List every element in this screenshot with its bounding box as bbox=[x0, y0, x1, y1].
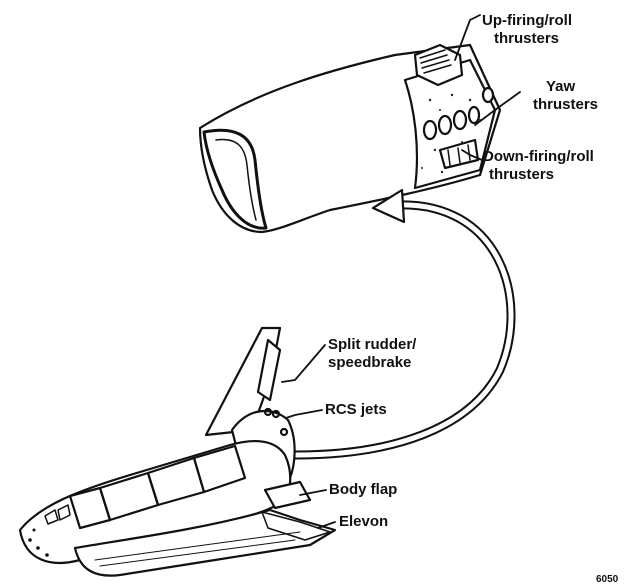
label-elevon: Elevon bbox=[339, 513, 388, 531]
label-rcs-jets: RCS jets bbox=[325, 401, 387, 419]
figure-number: 6050 bbox=[596, 574, 618, 585]
label-body-flap: Body flap bbox=[329, 481, 397, 499]
rcs-pod bbox=[200, 45, 500, 232]
label-split-rudder: Split rudder/ speedbrake bbox=[328, 336, 416, 372]
orbiter bbox=[20, 328, 335, 576]
label-down-firing-roll: Down-firing/roll thrusters bbox=[483, 148, 594, 184]
label-up-firing-roll: Up-firing/roll thrusters bbox=[482, 12, 572, 48]
label-yaw-thrusters: Yaw thrusters bbox=[533, 78, 598, 114]
